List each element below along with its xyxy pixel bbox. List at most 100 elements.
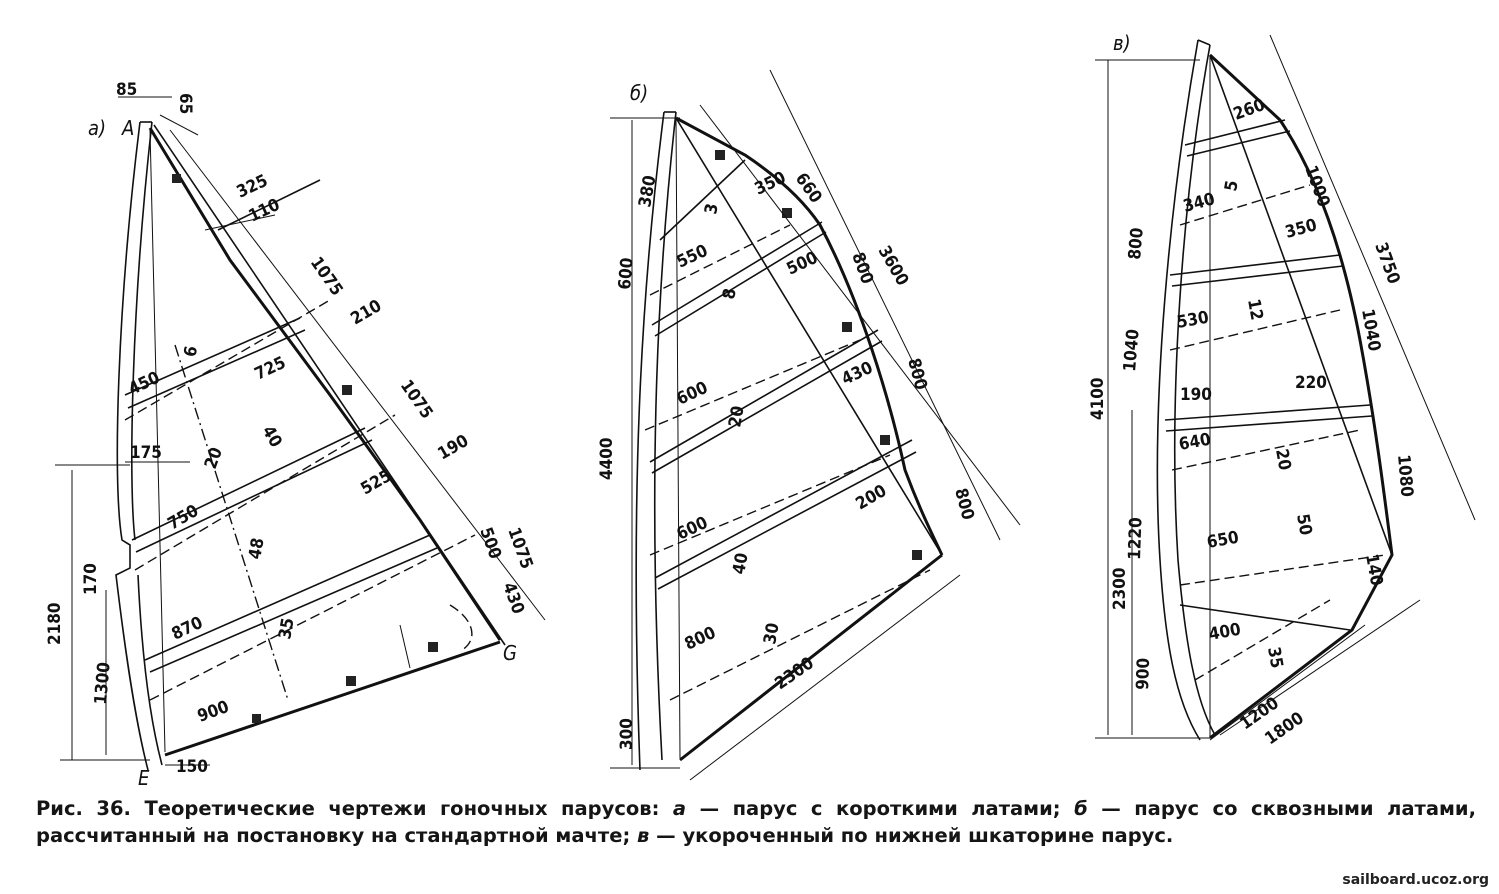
dim-870: 870: [169, 613, 206, 645]
dim-140: 140: [1361, 552, 1386, 587]
dim-525: 525: [358, 466, 396, 499]
reinforcement-hatch: [715, 150, 725, 160]
dim-600-b1: 600: [615, 257, 638, 291]
dim-190-c: 190: [1180, 385, 1212, 405]
batten-4: [654, 439, 917, 590]
reinforcement-hatch: [880, 435, 890, 445]
caption-b-letter: б: [1074, 797, 1088, 820]
draft-line-4: [1179, 554, 1386, 586]
dim-1075-b: 1075: [396, 376, 437, 422]
dim-50: 50: [1292, 512, 1315, 536]
dim-5: 5: [1221, 179, 1243, 193]
dim-800-b1: 800: [847, 250, 877, 287]
dim-725: 725: [252, 353, 289, 385]
dim-85: 85: [116, 80, 137, 100]
dim-48: 48: [245, 536, 268, 560]
dim-260: 260: [1231, 95, 1268, 125]
dim-800-c: 800: [1125, 227, 1148, 261]
reinforcement-hatch: [428, 642, 438, 652]
dim-20-c: 20: [1271, 447, 1294, 471]
reinforcement-hatch: [912, 550, 922, 560]
dim-line-1800: [1219, 599, 1421, 736]
leech-foot-outline: [1208, 53, 1394, 740]
head-board: [1197, 39, 1211, 46]
dim-600-b3: 600: [674, 513, 711, 545]
batten-top: [217, 179, 321, 231]
dim-30: 30: [760, 621, 783, 645]
watermark: sailboard.ucoz.org: [1342, 872, 1489, 888]
draft-line-4: [669, 569, 931, 701]
draft-line-3: [149, 534, 476, 701]
mast-chord: [675, 117, 681, 759]
dim-65: 65: [175, 93, 195, 114]
caption-b-text: — парус со сквозными латами, рассчитанны…: [36, 797, 1476, 847]
dim-660: 660: [791, 169, 826, 207]
luff-outer-line: [635, 111, 665, 771]
dim-35-c: 35: [1263, 645, 1286, 669]
point-e-label: E: [138, 766, 150, 790]
mast-chord: [149, 129, 166, 753]
dim-3750: 3750: [1370, 240, 1403, 287]
foot-line: [164, 640, 501, 757]
dim-1080: 1080: [1393, 454, 1417, 498]
luff-inner-line: [1173, 44, 1216, 736]
dim-2180: 2180: [45, 602, 65, 645]
dim-900: 900: [195, 697, 232, 727]
dim-20-b: 20: [725, 404, 748, 428]
draft-line-2: [644, 339, 861, 431]
caption-a-letter: а: [672, 797, 687, 820]
sail-drawings-figure: а) A E G: [45, 31, 1476, 790]
dim-900-c: 900: [1133, 658, 1154, 691]
luff-outer-line: [1156, 39, 1201, 741]
draft-line-1: [1179, 184, 1311, 226]
batten-2: [1169, 254, 1344, 287]
dim-800-b2: 800: [903, 356, 931, 392]
dim-640: 640: [1177, 430, 1212, 455]
dim-800-b4: 800: [682, 623, 719, 655]
dim-210: 210: [348, 296, 386, 329]
dim-110: 110: [246, 195, 283, 227]
clew-arc: [449, 604, 473, 651]
luff-outer-line: [115, 121, 149, 771]
dim-170: 170: [81, 563, 101, 595]
dim-800-b3: 800: [950, 486, 978, 522]
panel-b-label: б): [630, 81, 648, 105]
dim-400: 400: [1207, 620, 1242, 645]
dim-430: 430: [498, 580, 528, 617]
dim-350-c: 350: [1283, 215, 1319, 243]
batten-4: [1179, 604, 1351, 631]
luff-inner-line: [131, 121, 163, 766]
dim-line-3600: [699, 104, 1021, 526]
foot-line: [679, 553, 943, 762]
leech-chord: [675, 117, 943, 556]
dim-line: [159, 114, 199, 136]
batten-2: [131, 427, 373, 553]
dim-35: 35: [275, 616, 298, 640]
dim-20: 20: [201, 445, 227, 472]
panel-c-label: в): [1113, 31, 1131, 55]
dim-3: 3: [701, 202, 723, 216]
dim-200: 200: [853, 481, 891, 514]
dim-line-3750: [1269, 34, 1476, 521]
dim-line-leech: [169, 129, 546, 621]
dim-650: 650: [1205, 528, 1240, 553]
reinforcement-hatch: [782, 208, 792, 218]
draft-line-3: [1171, 429, 1361, 471]
dim-530: 530: [1175, 308, 1210, 333]
dim-175: 175: [130, 443, 162, 463]
dim-8: 8: [719, 287, 741, 301]
dim-1300: 1300: [91, 661, 115, 705]
panel-a-label: а): [88, 116, 106, 140]
draft-line-1: [649, 224, 791, 296]
dim-40: 40: [258, 423, 286, 451]
batten-3: [649, 329, 883, 474]
draft-line-3: [649, 454, 891, 556]
dim-4400: 4400: [597, 437, 617, 480]
dim-500: 500: [784, 248, 821, 280]
draft-line-2: [134, 414, 396, 571]
dim-4100: 4100: [1088, 377, 1108, 420]
dim-1220: 1220: [1125, 517, 1146, 560]
reinforcement-hatch: [252, 714, 261, 723]
reinforcement-hatch: [342, 385, 352, 395]
dim-9: 9: [178, 344, 200, 358]
